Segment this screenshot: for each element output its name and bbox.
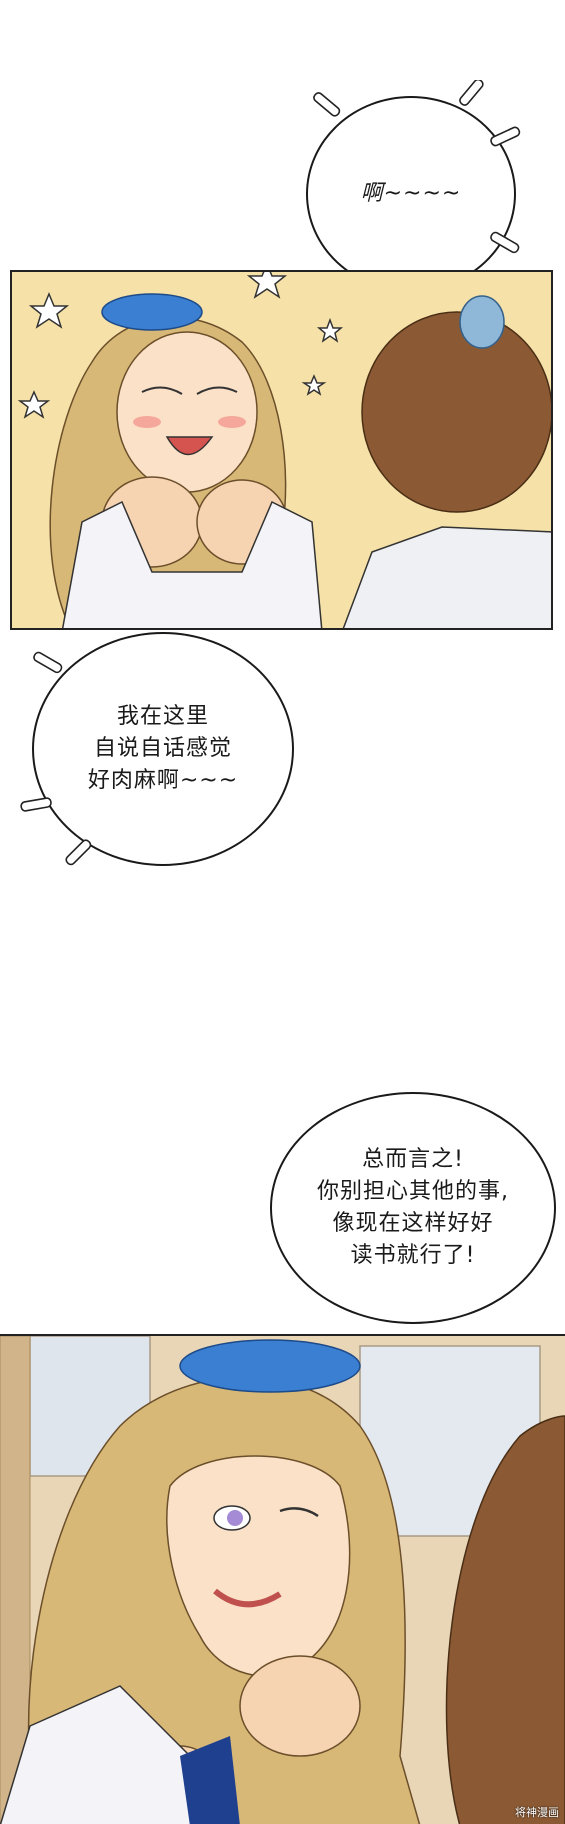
bubble-tape-marks-2: [20, 651, 92, 866]
panel-1-illustration: [17, 272, 551, 628]
comic-panel-2: 将神漫画: [0, 1334, 565, 1824]
panel-2-illustration: [0, 1336, 565, 1824]
speech-bubble-1: 啊~~~~: [306, 96, 516, 292]
speech-bubble-3: 总而言之! 你别担心其他的事, 像现在这样好好 读书就行了!: [270, 1092, 556, 1324]
star-icon: [246, 272, 288, 299]
speech-text-1: 啊~~~~: [360, 181, 462, 206]
star-icon: [301, 374, 327, 396]
speech-text-3: 总而言之! 你别担心其他的事, 像现在这样好好 读书就行了!: [317, 1147, 509, 1268]
speech-text-2: 我在这里 自说自话感觉 好肉麻啊~~~: [87, 704, 239, 793]
comic-panel-1: [10, 270, 553, 630]
bubble-tape-marks-1: [313, 80, 521, 254]
star-icon: [28, 292, 70, 329]
star-icon: [316, 317, 344, 343]
star-icon: [17, 390, 51, 419]
watermark-text: 将神漫画: [515, 1806, 559, 1819]
speech-bubble-2: 我在这里 自说自话感觉 好肉麻啊~~~: [32, 632, 294, 866]
